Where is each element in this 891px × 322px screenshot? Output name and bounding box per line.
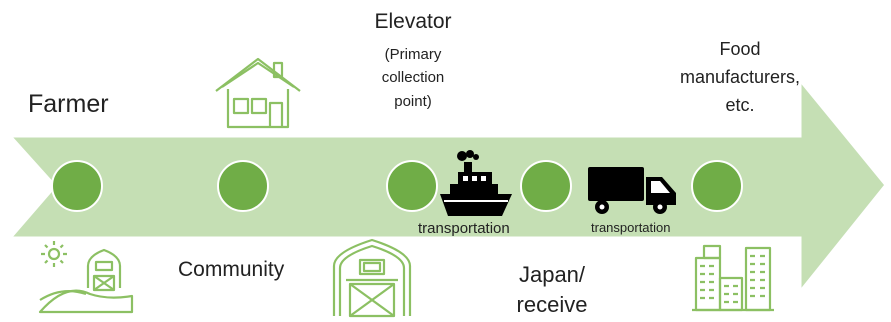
- elevator-sublabel: (Primary collection point): [358, 43, 468, 113]
- japan-receive-line: receive: [516, 291, 588, 317]
- community-label: Community: [178, 258, 285, 281]
- ship-transport-label: transportation: [418, 220, 510, 237]
- elevator-sublabel-line: collection: [381, 69, 445, 87]
- food-manufacturers-label: Food manufacturers, etc.: [655, 36, 825, 120]
- elevator-sublabel-line: point): [394, 92, 432, 110]
- ship-icon: [440, 150, 512, 216]
- japan-receive-line: Japan/: [518, 262, 586, 287]
- buildings-icon: [692, 244, 774, 312]
- food-manufacturers-line: etc.: [725, 94, 755, 115]
- food-manufacturers-line: manufacturers,: [679, 66, 801, 87]
- farmer-label: Farmer: [28, 90, 109, 118]
- elevator-sublabel-line: (Primary: [384, 46, 442, 63]
- stage-node: [386, 160, 438, 212]
- flow-arrow-shape: [6, 75, 888, 297]
- truck-transport-label: transportation: [591, 220, 671, 235]
- japan-receive-label: Japan/ receive: [490, 260, 614, 319]
- elevator-label: Elevator: [374, 10, 452, 33]
- stage-node: [520, 160, 572, 212]
- house-icon: [215, 57, 301, 129]
- barn-icon: [332, 238, 412, 318]
- stage-node: [51, 160, 103, 212]
- stage-node: [691, 160, 743, 212]
- truck-icon: [588, 167, 676, 214]
- stage-node: [217, 160, 269, 212]
- food-manufacturers-line: Food: [719, 39, 761, 59]
- farm-barn-icon: [38, 241, 134, 314]
